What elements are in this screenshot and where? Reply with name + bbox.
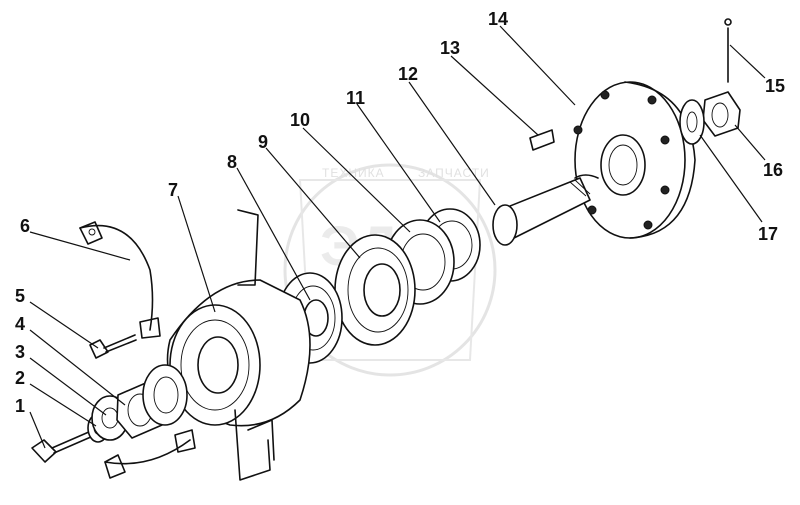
callout-numbers: 1 2 3 4 5 6 7 8 9 10 11 12 13 14 15 16 1… [15,9,785,416]
callout-6: 6 [20,216,30,236]
part-clamp-lower [104,429,196,479]
callout-9: 9 [258,132,268,152]
watermark-right-word: ЗАПЧАСТИ [418,166,490,180]
callout-4: 4 [15,314,25,334]
watermark-left-word: ТЕХНИКА [322,166,385,180]
callout-7: 7 [168,180,178,200]
callout-13: 13 [440,38,460,58]
part-key [529,129,555,151]
part-bolt-5 [89,334,137,359]
callout-10: 10 [290,110,310,130]
callout-14: 14 [488,9,508,29]
callout-8: 8 [227,152,237,172]
part-hub-flange [573,81,696,239]
callout-16: 16 [763,160,783,180]
part-clamp-upper [79,221,161,339]
part-bearing-9 [334,234,416,346]
callout-3: 3 [15,342,25,362]
leader-lines [29,25,766,449]
part-seal [142,364,188,426]
part-shaft [492,174,599,246]
part-housing [166,209,311,481]
part-washer [679,99,705,145]
callout-11: 11 [346,88,365,108]
callout-12: 12 [398,64,418,84]
callout-2: 2 [15,368,25,388]
callout-5: 5 [15,286,25,306]
part-cotter-pin [724,18,732,83]
callout-15: 15 [765,76,785,96]
callout-17: 17 [758,224,778,244]
part-castle-nut [702,91,741,137]
callout-1: 1 [15,396,25,416]
